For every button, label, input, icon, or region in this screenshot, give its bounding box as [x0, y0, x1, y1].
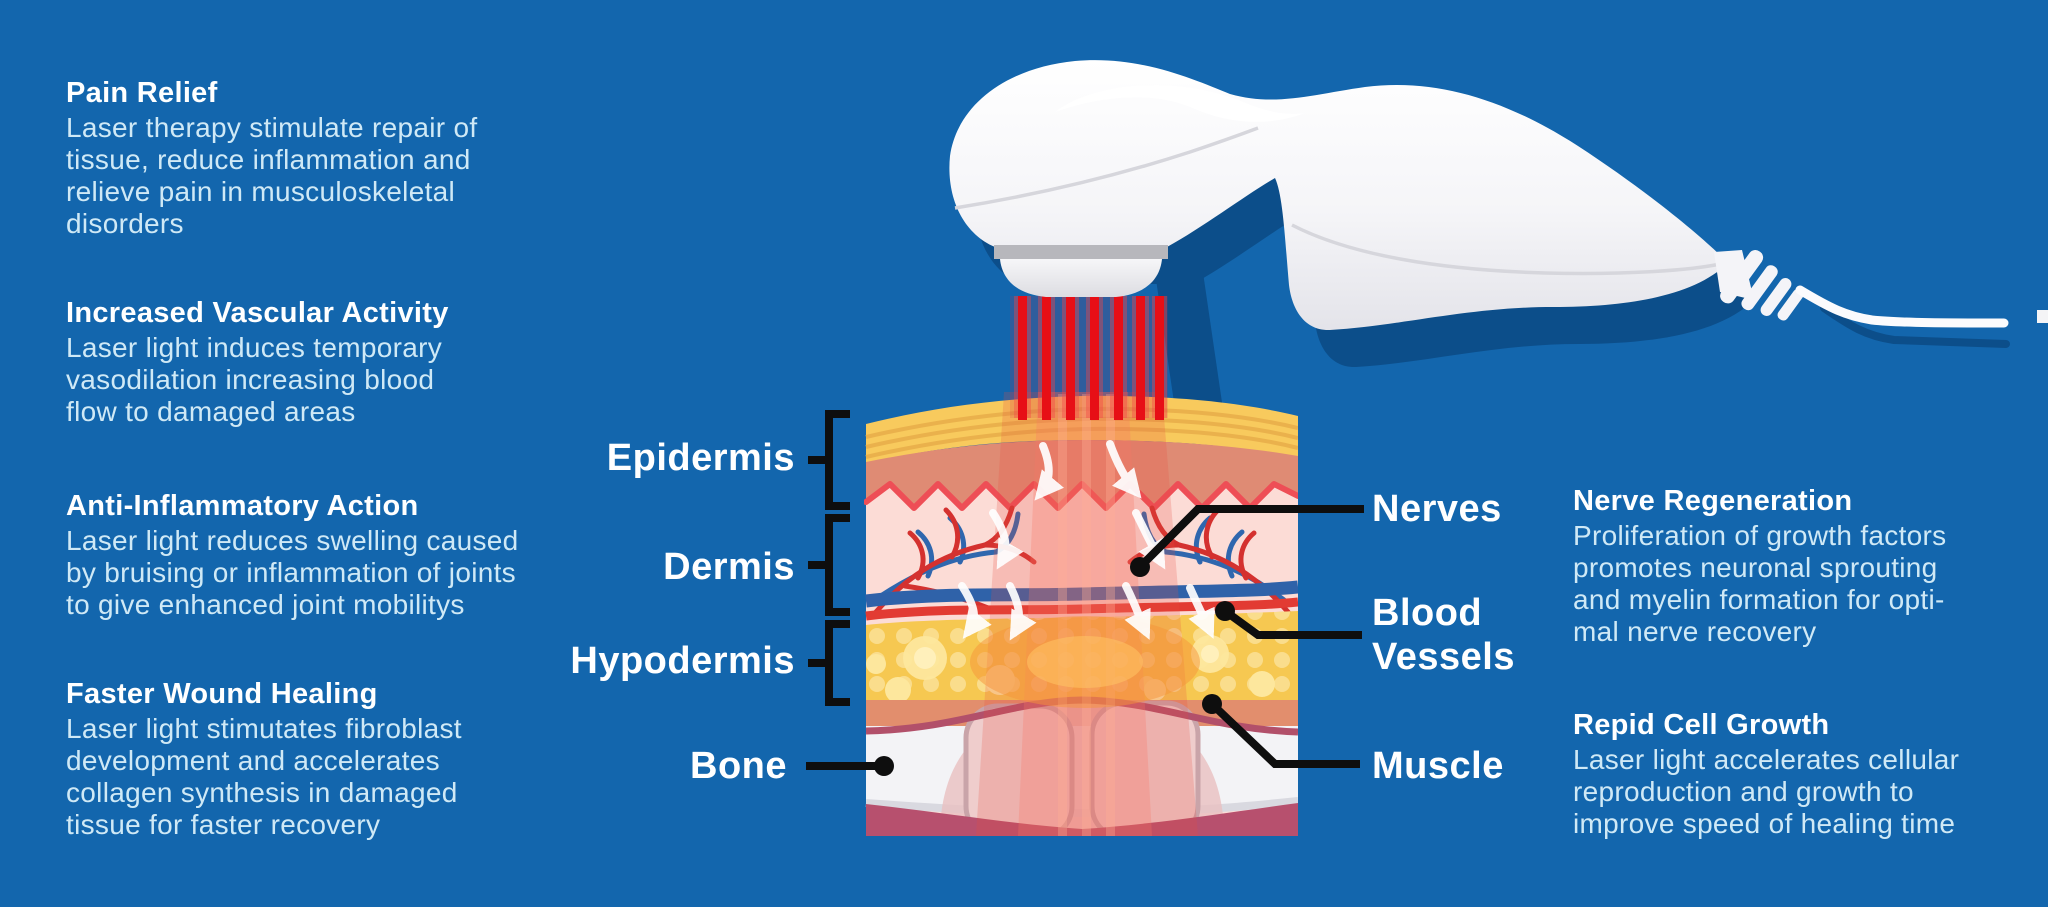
label-muscle: Muscle [1372, 745, 1504, 787]
horizontal-vein [865, 580, 1298, 608]
label-dermis: Dermis [663, 546, 795, 588]
muscle-pointer-line [1209, 701, 1360, 768]
block-title: Increased Vascular Activity [66, 297, 449, 329]
block-text-line: vasodilation increasing blood [66, 364, 435, 395]
deep-tissue-layer [866, 803, 1298, 836]
device-cable [1795, 285, 2009, 328]
label-nerves: Nerves [1372, 488, 1502, 530]
callout-pointers [806, 410, 1364, 770]
block-text-line: reproduction and growth to [1573, 776, 1914, 807]
device-head-nozzle [1000, 259, 1162, 297]
block-text-line: collagen synthesis in damaged [66, 777, 458, 808]
block-text-line: development and accelerates [66, 745, 440, 776]
info-block-vascular-activity: Increased Vascular Activity Laser light … [66, 296, 606, 428]
cartilage-pad-right [1089, 700, 1201, 836]
epidermis-ridge-line [864, 481, 1298, 511]
cable-strain-relief [1714, 249, 1804, 321]
laser-beams [1010, 296, 1168, 420]
label-epidermis: Epidermis [606, 437, 795, 479]
energy-arrows [958, 440, 1215, 641]
info-block-wound-healing: Faster Wound Healing Laser light stimuta… [66, 677, 606, 841]
bone-pointer-dot [874, 756, 894, 776]
block-text-line: Laser therapy stimulate repair of [66, 112, 478, 143]
blood-vessels-pointer-line [1222, 607, 1362, 639]
block-title: Anti-Inflammatory Action [66, 490, 419, 522]
device-crease-lines [954, 126, 1721, 276]
block-title: Pain Relief [66, 77, 218, 109]
horizontal-artery [865, 597, 1298, 621]
block-text-line: mal nerve recovery [1573, 616, 1817, 647]
label-bone: Bone [690, 745, 787, 787]
block-text-line: Proliferation of growth factors [1573, 520, 1947, 551]
muscle-pointer-dot [1202, 694, 1222, 714]
callout-dots [874, 557, 1235, 776]
block-text-line: flow to damaged areas [66, 396, 356, 427]
info-block-cell-growth: Repid Cell Growth Laser light accelerate… [1573, 708, 2043, 840]
cable-end-fragment [2037, 310, 2048, 323]
device-head-band [994, 245, 1168, 259]
block-text-line: tissue, reduce inflammation and [66, 144, 471, 175]
block-text-line: tissue for faster recovery [66, 809, 381, 840]
label-blood-vessels-line2: Vessels [1372, 636, 1515, 678]
epidermis-bracket [808, 410, 850, 510]
info-block-nerve-regeneration: Nerve Regeneration Proliferation of grow… [1573, 484, 2043, 648]
laser-penetration-glow [970, 392, 1200, 836]
block-text-line: improve speed of healing time [1573, 808, 1956, 839]
block-title: Faster Wound Healing [66, 678, 378, 710]
stratum-texture-lines [865, 406, 1298, 459]
block-text-line: Laser light accelerates cellular [1573, 744, 1960, 775]
info-block-anti-inflammatory: Anti-Inflammatory Action Laser light red… [66, 489, 606, 621]
block-title: Repid Cell Growth [1573, 709, 1830, 741]
block-text-line: promotes neuronal sprouting [1573, 552, 1938, 583]
block-text-line: by bruising or inflammation of joints [66, 557, 516, 588]
blood-vessels-pointer-dot [1215, 601, 1235, 621]
hypodermis-bracket [808, 620, 850, 706]
laser-device [949, 60, 2048, 331]
block-text-line: Laser light reduces swelling caused [66, 525, 519, 556]
dermis-bracket [808, 514, 850, 616]
block-text-line: and myelin formation for opti- [1573, 584, 1945, 615]
nerves-pointer-dot [1130, 557, 1150, 577]
device-gloss-highlight [1055, 85, 1305, 122]
block-title: Nerve Regeneration [1573, 485, 1853, 517]
block-text-line: Laser light induces temporary [66, 332, 442, 363]
block-text-line: to give enhanced joint mobilitys [66, 589, 465, 620]
block-text-line: disorders [66, 208, 184, 239]
epidermis-layer [866, 440, 1298, 508]
info-block-pain-relief: Pain Relief Laser therapy stimulate repa… [66, 76, 606, 240]
block-text-line: relieve pain in musculoskeletal [66, 176, 456, 207]
device-body [949, 60, 1728, 331]
label-blood-vessels-line1: Blood [1372, 592, 1483, 634]
block-text-line: Laser light stimutates fibroblast [66, 713, 462, 744]
nerves-pointer-line [1137, 505, 1364, 570]
label-hypodermis: Hypodermis [570, 640, 795, 682]
